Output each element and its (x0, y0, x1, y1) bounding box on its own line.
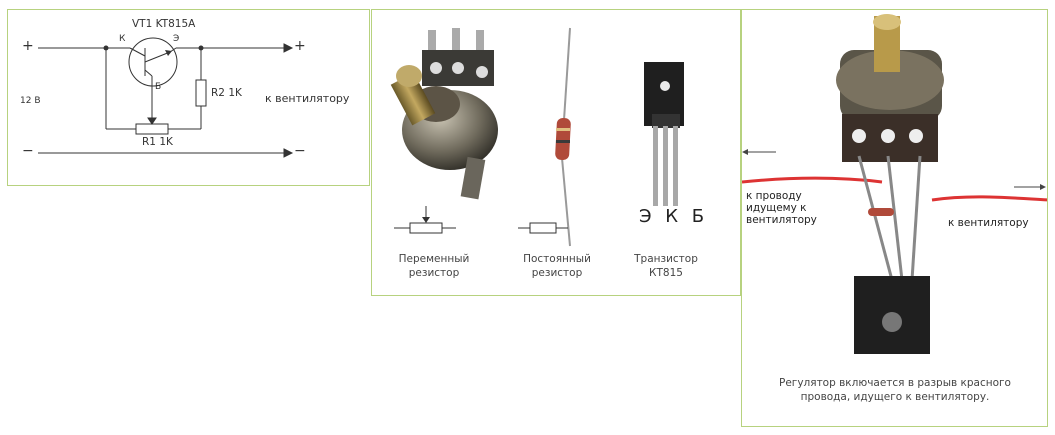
schematic-diagram (38, 37, 294, 158)
transistor-caption: Транзистор КТ815 (634, 253, 698, 279)
variable-resistor-photo (390, 28, 498, 200)
transistor-label: VT1 KT815A (132, 18, 196, 30)
plus-right-label: + (294, 38, 306, 54)
assembly-panel: к проводу идущему к вентилятору к вентил… (741, 9, 1048, 427)
assembly-caption: Регулятор включается в разрыв красного п… (779, 377, 1011, 403)
collector-label: К (119, 34, 126, 44)
parts-panel: Э К Б Переменный резистор Постоянный рез… (371, 9, 741, 296)
assembly-illustration (742, 14, 1047, 354)
variable-resistor-caption: Переменный резистор (398, 253, 470, 279)
pinout-label: Э К Б (639, 206, 709, 227)
voltage-label: 12 В (20, 96, 41, 106)
base-label: Б (155, 82, 162, 92)
r1-label: R1 1K (142, 136, 173, 148)
fan-label: к вентилятору (265, 92, 350, 105)
left-wire-label: к проводу идущему к вентилятору (746, 190, 817, 226)
schematic-panel: + + − − VT1 KT815A К Э Б R2 1K R1 1K 12 … (7, 9, 370, 186)
fixed-resistor-caption: Постоянный резистор (523, 253, 591, 279)
minus-left-label: − (22, 143, 34, 159)
plus-left-label: + (22, 38, 34, 54)
parts-illustration (390, 27, 684, 247)
right-wire-label: к вентилятору (948, 217, 1029, 229)
r2-label: R2 1K (211, 87, 242, 99)
emitter-label: Э (173, 34, 180, 44)
minus-right-label: − (294, 143, 306, 159)
